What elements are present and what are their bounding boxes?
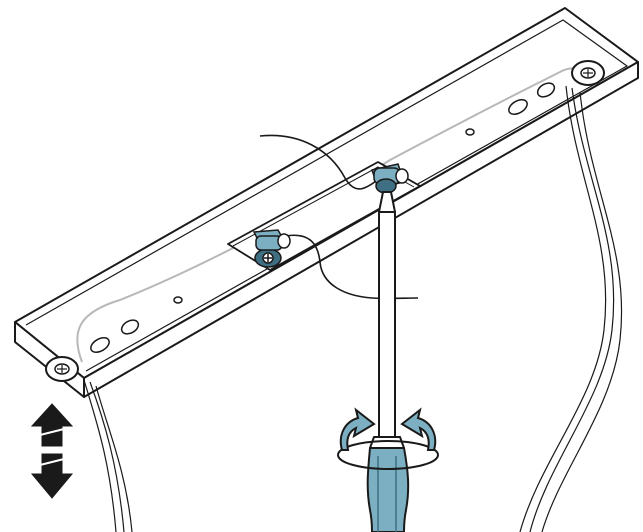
feed-cable	[259, 134, 381, 190]
arrow-up-icon	[30, 403, 74, 447]
right-screw	[571, 60, 605, 86]
hole	[173, 296, 183, 304]
screwdriver-handle	[366, 447, 410, 532]
left-suspension-cables	[83, 379, 133, 532]
hole	[536, 82, 556, 98]
hole	[120, 319, 140, 335]
arrow-down-icon	[30, 453, 74, 499]
right-suspension-cables	[519, 85, 623, 532]
height-adjust-arrows-icon	[30, 403, 74, 499]
screwdriver-shaft	[378, 211, 396, 438]
rotate-arrows-icon	[337, 407, 439, 470]
hole	[90, 337, 110, 353]
left-screw	[45, 356, 79, 382]
rail-holes	[90, 82, 556, 353]
rail-end-face	[83, 61, 639, 398]
screwdriver-tip	[378, 191, 396, 213]
hole	[465, 128, 475, 136]
screwdriver	[366, 191, 410, 532]
cable-clamp-right	[371, 163, 409, 194]
cable-clamp-left	[252, 229, 291, 268]
hole	[508, 99, 528, 115]
